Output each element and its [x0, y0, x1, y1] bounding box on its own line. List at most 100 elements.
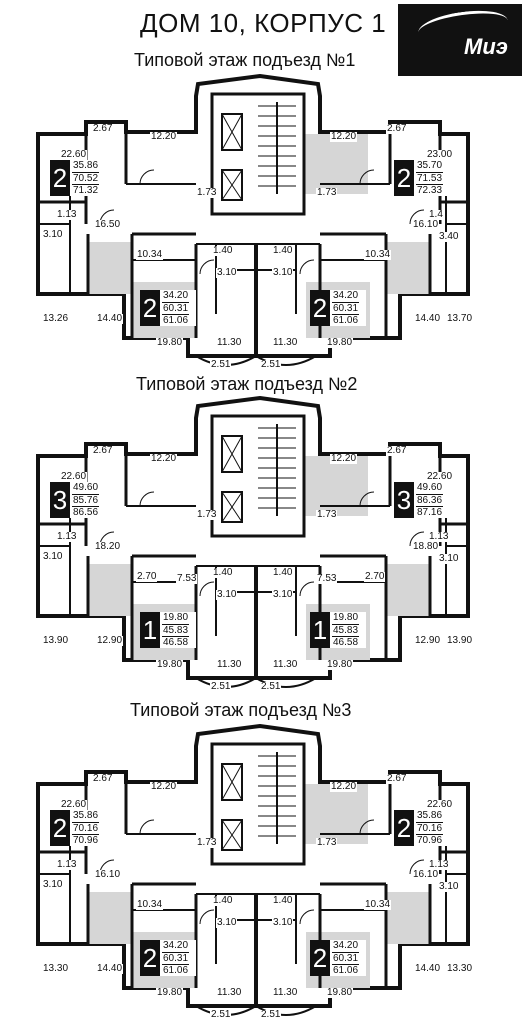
room-outline — [221, 169, 243, 201]
room-area-label: 7.53 — [316, 573, 338, 584]
room-area-label: 12.20 — [330, 131, 358, 142]
room-area-label: 2.67 — [92, 445, 114, 456]
room-area-label: 1.40 — [212, 245, 234, 256]
room-area-label: 14.40 — [414, 963, 442, 974]
door-swing — [139, 491, 155, 507]
area-value: 35.70 — [416, 160, 444, 173]
room-area-label: 2.67 — [386, 123, 408, 134]
room-area-label: 2.67 — [386, 445, 408, 456]
room-area-label: 2.51 — [260, 681, 282, 692]
room-area-label: 2.51 — [210, 1009, 232, 1020]
room-area-label: 1.73 — [316, 837, 338, 848]
area-value: 34.20 — [332, 940, 360, 953]
area-value: 85.76 — [72, 494, 100, 507]
room-area-label: 1.40 — [212, 567, 234, 578]
floor-plan-drawing — [36, 74, 470, 366]
room-area-label: 3.10 — [42, 879, 64, 890]
lift-cross — [221, 435, 243, 473]
logo-text: Миэ — [464, 34, 508, 59]
room-area-label: 13.70 — [446, 313, 474, 324]
room-area-label: 1.73 — [316, 187, 338, 198]
floor-title-3: Типовой этаж подъезд №3 — [130, 700, 352, 720]
shaded-room — [386, 242, 430, 294]
area-value: 49.60 — [72, 482, 100, 495]
floor-title-1: Типовой этаж подъезд №1 — [134, 50, 356, 70]
room-area-label: 19.80 — [326, 987, 354, 998]
room-count: 3 — [50, 482, 70, 518]
room-area-label: 2.51 — [260, 1009, 282, 1020]
room-area-label: 22.60 — [60, 799, 88, 810]
room-area-label: 3.10 — [216, 589, 238, 600]
door-swing — [199, 909, 215, 925]
room-area-label: 2.70 — [364, 571, 386, 582]
room-area-label: 12.90 — [414, 635, 442, 646]
area-value: 35.86 — [72, 160, 100, 173]
area-value: 70.96 — [417, 835, 443, 846]
room-area-label: 3.10 — [216, 267, 238, 278]
room-outline — [221, 491, 243, 523]
door-swing — [299, 909, 315, 925]
area-value: 34.20 — [162, 290, 190, 303]
room-outline — [221, 435, 243, 473]
room-area-label: 3.10 — [42, 229, 64, 240]
page-title: ДОМ 10, КОРПУС 1 — [140, 8, 387, 38]
door-swing — [299, 259, 315, 275]
area-value: 87.16 — [417, 507, 443, 518]
area-value: 61.06 — [163, 965, 189, 976]
door-swing — [199, 259, 215, 275]
room-area-label: 12.20 — [330, 781, 358, 792]
area-value: 70.16 — [72, 822, 100, 835]
room-area-label: 3.10 — [216, 917, 238, 928]
area-value: 19.80 — [332, 612, 360, 625]
shaded-room — [386, 564, 430, 616]
room-count: 3 — [394, 482, 414, 518]
area-value: 86.36 — [416, 494, 444, 507]
room-area-label: 3.10 — [272, 267, 294, 278]
room-area-label: 3.10 — [42, 551, 64, 562]
room-area-label: 16.10 — [412, 869, 440, 880]
room-area-label: 10.34 — [364, 249, 392, 260]
room-area-label: 11.30 — [272, 337, 299, 348]
room-count: 2 — [140, 940, 160, 976]
room-count: 1 — [310, 612, 330, 648]
shaded-room — [386, 892, 430, 944]
room-area-label: 3.40 — [438, 231, 460, 242]
room-area-label: 11.30 — [216, 659, 243, 670]
room-count: 2 — [394, 160, 414, 196]
area-value: 70.16 — [416, 822, 444, 835]
door-swing — [299, 581, 315, 597]
door-swing — [409, 209, 425, 225]
area-value: 35.86 — [72, 810, 100, 823]
room-area-label: 1.13 — [56, 531, 78, 542]
area-value: 34.20 — [332, 290, 360, 303]
logo: Миэ — [398, 4, 522, 76]
room-area-label: 2.51 — [260, 359, 282, 370]
area-value: 34.20 — [162, 940, 190, 953]
room-area-label: 14.40 — [96, 313, 124, 324]
room-area-label: 1.73 — [196, 509, 218, 520]
area-value: 46.58 — [333, 637, 359, 648]
shaded-room — [88, 564, 132, 616]
lift-cross — [221, 113, 243, 151]
shaded-room — [88, 892, 132, 944]
room-area-label: 16.10 — [412, 219, 440, 230]
room-area-label: 3.10 — [272, 917, 294, 928]
room-area-label: 2.51 — [210, 681, 232, 692]
room-area-label: 7.53 — [176, 573, 198, 584]
room-area-label: 2.70 — [136, 571, 158, 582]
